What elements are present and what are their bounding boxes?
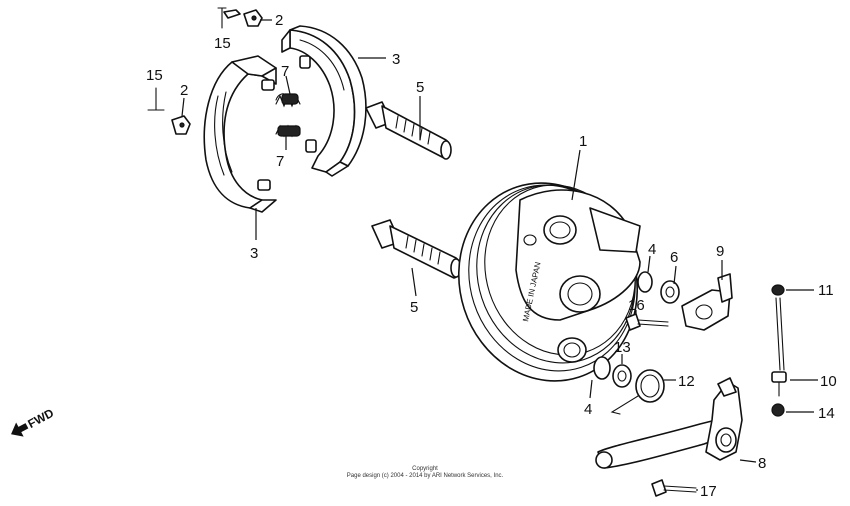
callout-5-lower: 5 xyxy=(410,299,418,316)
callout-5-upper: 5 xyxy=(416,79,424,96)
callout-2-left: 2 xyxy=(180,82,188,99)
wear-indicator[interactable] xyxy=(681,273,733,331)
callout-14: 14 xyxy=(818,405,835,422)
dust-seal-upper[interactable] xyxy=(637,271,653,293)
callout-7-upper: 7 xyxy=(281,63,289,80)
callout-3-upper: 3 xyxy=(392,51,400,68)
callout-3-lower: 3 xyxy=(250,245,258,262)
brake-shoe-left[interactable] xyxy=(203,55,277,213)
brake-cam-lower[interactable] xyxy=(371,219,462,279)
callout-1: 1 xyxy=(579,133,587,150)
callout-4-lower: 4 xyxy=(584,401,592,418)
copyright-notice: Copyright Page design (c) 2004 - 2014 by… xyxy=(0,466,850,480)
pin-left[interactable] xyxy=(147,87,165,111)
washer-13[interactable] xyxy=(612,364,632,388)
callout-2-top: 2 xyxy=(275,12,283,29)
brake-shoe-spring-upper[interactable] xyxy=(275,93,301,108)
leader-lines xyxy=(181,19,818,491)
bolt-17[interactable] xyxy=(651,479,697,497)
callout-15-left: 15 xyxy=(146,67,163,84)
pin-top[interactable] xyxy=(217,7,241,29)
nut-11[interactable] xyxy=(771,284,785,296)
brake-shoe-right[interactable] xyxy=(281,25,367,177)
brake-cam-upper[interactable] xyxy=(365,101,452,160)
callout-7-lower: 7 xyxy=(276,153,284,170)
brake-panel[interactable]: MADE IN JAPAN xyxy=(433,160,662,405)
dust-seal-lower[interactable] xyxy=(593,356,611,380)
fwd-label: FWD xyxy=(25,406,56,431)
callout-13: 13 xyxy=(614,339,631,356)
callout-12: 12 xyxy=(678,373,695,390)
callout-6: 6 xyxy=(670,249,678,266)
callout-9: 9 xyxy=(716,243,724,260)
cotter-pin-left[interactable] xyxy=(171,115,191,135)
callout-15-top: 15 xyxy=(214,35,231,52)
callout-4-upper: 4 xyxy=(648,241,656,258)
callout-11: 11 xyxy=(818,282,834,299)
brake-arm-return-spring[interactable] xyxy=(610,369,665,415)
forward-arrow-icon xyxy=(11,422,29,437)
callout-8: 8 xyxy=(758,455,766,472)
cotter-pin-top[interactable] xyxy=(243,9,263,27)
forward-direction-marker: FWD xyxy=(11,406,56,437)
bolt-16[interactable] xyxy=(625,313,669,331)
washer-6[interactable] xyxy=(660,280,680,304)
brake-shoe-spring-lower[interactable] xyxy=(275,124,301,138)
callout-17: 17 xyxy=(700,483,717,500)
nut-14[interactable] xyxy=(771,403,785,417)
callout-10: 10 xyxy=(820,373,837,390)
copyright-title: Copyright xyxy=(412,466,438,472)
callout-16: 16 xyxy=(628,297,645,314)
brake-rod[interactable] xyxy=(771,297,787,397)
callout-labels: 1 2 2 3 3 4 4 5 5 6 7 7 8 9 10 11 12 13 … xyxy=(146,12,837,500)
brake-arm[interactable] xyxy=(595,377,743,469)
copyright-text: Page design (c) 2004 - 2014 by ARI Netwo… xyxy=(346,473,504,479)
